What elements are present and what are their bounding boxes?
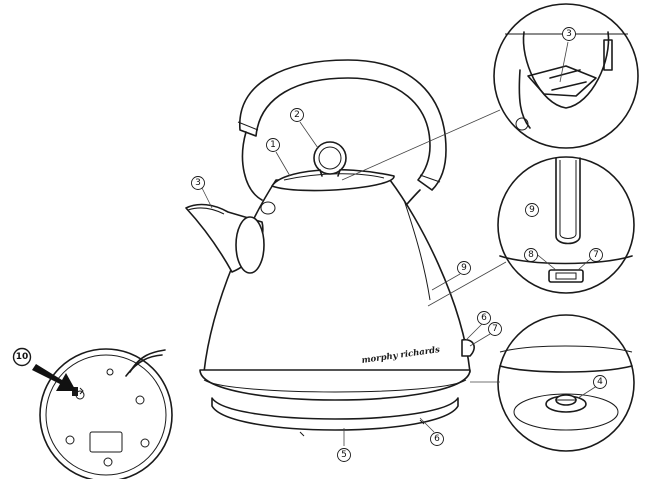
callout-5: 5: [337, 448, 351, 462]
callout-label: 4: [597, 377, 603, 387]
callout-6-bottom: 6: [430, 432, 444, 446]
handle-post: [603, 39, 613, 71]
callout-label: 2: [294, 110, 300, 120]
callout-3: 3: [191, 176, 205, 190]
leader-line: [299, 121, 319, 149]
handle-seam: [419, 174, 441, 183]
leader-line: [469, 333, 491, 347]
kettle-body: [203, 179, 471, 373]
leader-line: [465, 323, 483, 341]
callout-label: 9: [461, 263, 467, 273]
callout-label: 1: [270, 140, 276, 150]
body-edge: [518, 69, 531, 129]
base-band-line: [203, 379, 467, 393]
switch-light: [555, 272, 577, 280]
cord-storage-hook: [79, 387, 84, 395]
base-foot: [140, 438, 150, 448]
base-underside: [32, 348, 173, 479]
kettle: morphy richards: [185, 59, 475, 437]
detail-filter: [493, 3, 639, 149]
handle-seam: [237, 121, 259, 131]
base-foot: [103, 457, 113, 467]
callout-label: 7: [492, 324, 498, 334]
leader-line: [201, 187, 213, 209]
callout-8-detail: 8: [524, 248, 538, 262]
leader-line: [275, 151, 291, 177]
callout-label: 7: [593, 250, 599, 260]
detail-base: [497, 314, 635, 452]
power-base: [211, 397, 459, 431]
spout-lip: [187, 207, 225, 215]
callout-9-detail: 9: [525, 203, 539, 217]
base-foot: [65, 435, 75, 445]
base-feet: [299, 419, 425, 437]
spout-interior: [522, 31, 610, 109]
callout-label: 5: [341, 450, 347, 460]
callout-9: 9: [457, 261, 471, 275]
callout-label: 6: [434, 434, 440, 444]
leader-line: [431, 273, 461, 291]
callout-label: 3: [195, 178, 201, 188]
leader-line: [559, 41, 569, 83]
base-inner-ring: [45, 354, 167, 476]
arrow-icon: [32, 364, 76, 391]
cord-storage-slot: [72, 387, 78, 396]
callout-1: 1: [266, 138, 280, 152]
base-foot: [135, 395, 145, 405]
base-label-plate: [89, 431, 123, 453]
leader-lines: [201, 121, 601, 446]
base-foot: [106, 368, 114, 376]
spout-collar: [235, 216, 265, 274]
detail-circle: [497, 314, 635, 452]
callout-10: 10: [12, 347, 32, 367]
detail-circle: [493, 3, 639, 149]
base-top-edge: [499, 365, 633, 373]
base-plate: [513, 393, 619, 431]
water-gauge: [555, 157, 581, 245]
detail-connector: [427, 261, 507, 307]
handle-strut-left: [241, 131, 263, 201]
body-bottom-edge: [499, 345, 633, 353]
water-gauge-inner: [559, 160, 577, 239]
callout-label: 10: [16, 352, 29, 362]
power-cord-outline: [125, 354, 163, 377]
callout-7-detail: 7: [589, 248, 603, 262]
callout-4-detail: 4: [593, 375, 607, 389]
button-stem: [319, 169, 341, 177]
body-curve: [499, 255, 633, 265]
lid-release-inner: [318, 146, 342, 170]
callout-label: 8: [528, 250, 534, 260]
callout-label: 6: [481, 313, 487, 323]
filter-mesh: [549, 69, 587, 91]
callout-label: 9: [529, 205, 535, 215]
detail-window: [497, 156, 635, 294]
callout-3-detail: 3: [562, 27, 576, 41]
callout-2: 2: [290, 108, 304, 122]
detail-connector: [341, 109, 501, 181]
on-off-switch: [461, 338, 475, 357]
power-cord: [129, 349, 166, 373]
callout-7: 7: [488, 322, 502, 336]
water-window: [403, 199, 431, 301]
spout-filter-knob: [260, 201, 276, 215]
switch-housing: [548, 269, 584, 283]
base-outer-ring: [39, 348, 173, 479]
leader-line: [419, 417, 435, 433]
kettle-base-band: [199, 369, 471, 401]
filter-frame: [527, 65, 597, 97]
callout-6: 6: [477, 311, 491, 325]
callout-label: 3: [566, 29, 572, 39]
